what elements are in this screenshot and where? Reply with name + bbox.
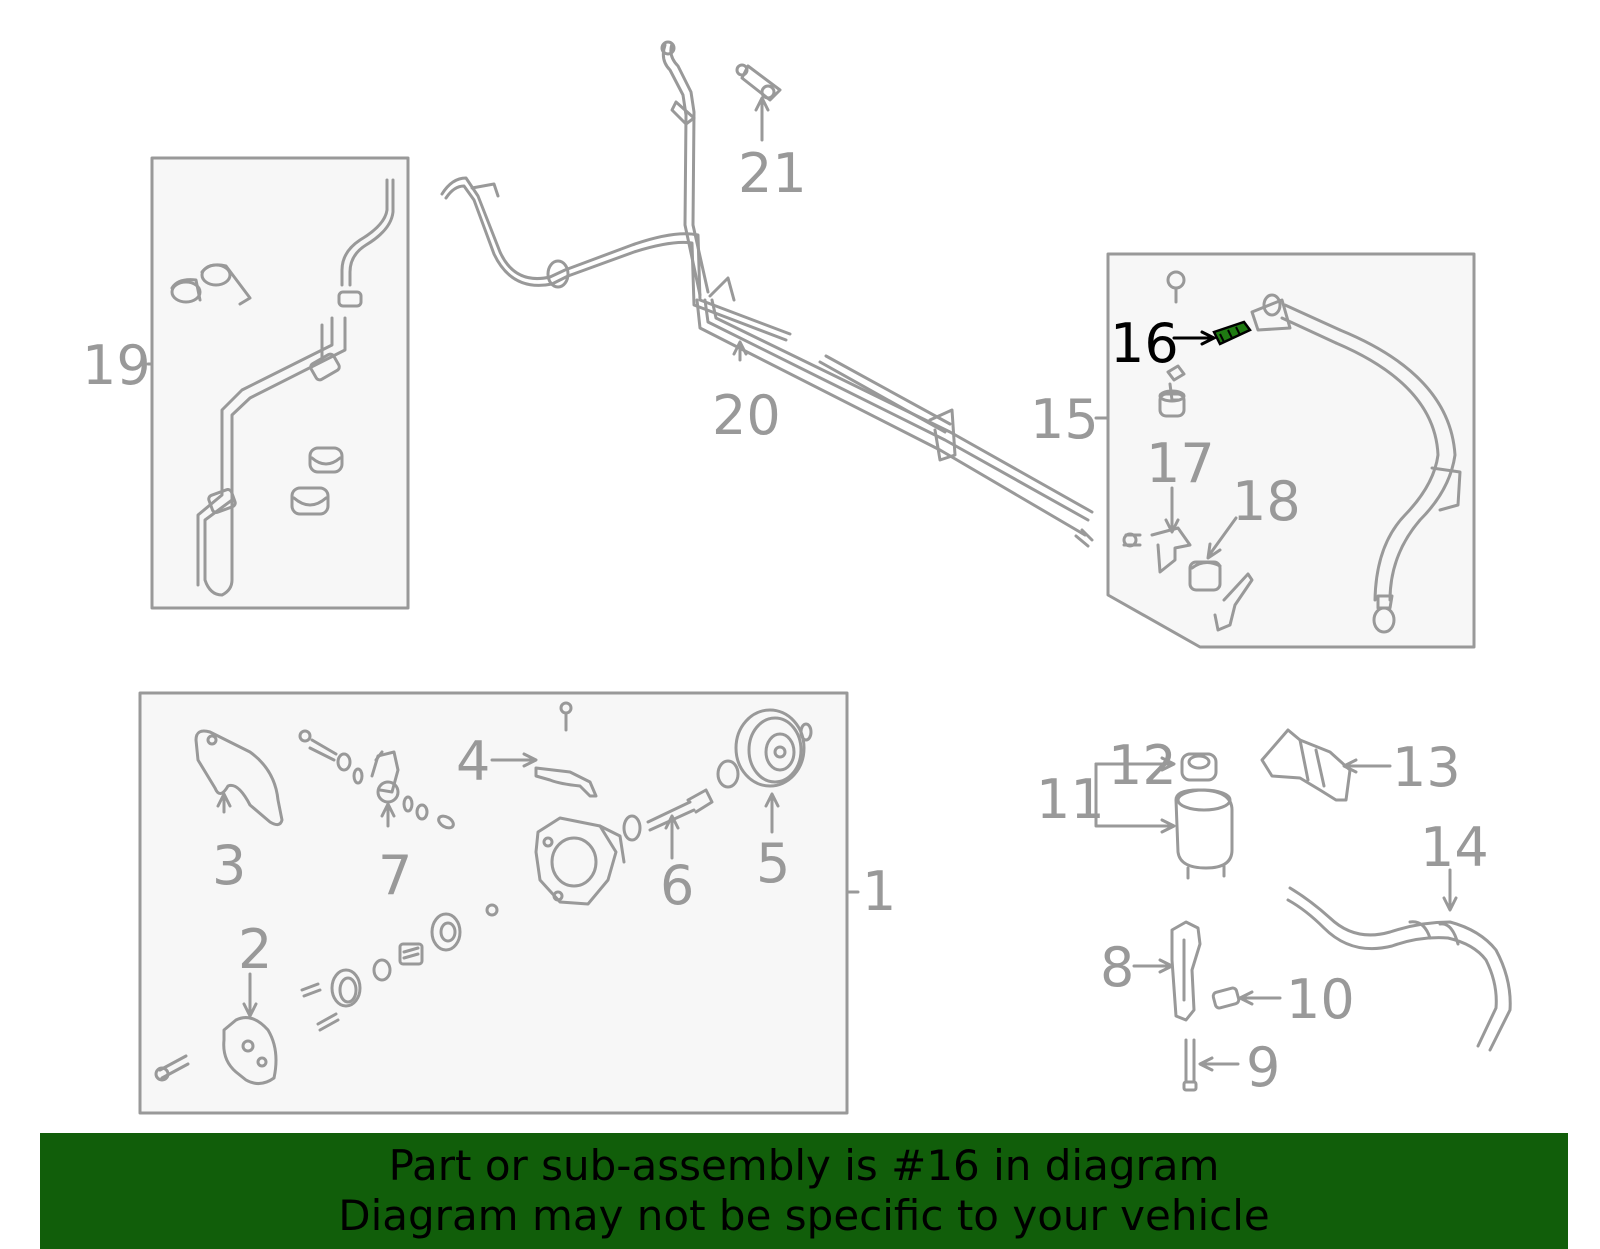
callout-6: 6: [660, 854, 694, 917]
callout-21: 21: [738, 142, 807, 205]
bracket-8: [1170, 920, 1202, 1022]
callout-8: 8: [1100, 936, 1134, 999]
banner-line-1: Part or sub-assembly is #16 in diagram: [388, 1141, 1220, 1190]
callout-14: 14: [1420, 816, 1489, 879]
part-9: [1182, 1038, 1198, 1092]
callout-3: 3: [212, 834, 246, 897]
callout-1: 1: [862, 860, 896, 923]
banner-line-2: Diagram may not be specific to your vehi…: [338, 1191, 1270, 1240]
hose-15-assembly: [1122, 270, 1462, 634]
callout-15: 15: [1030, 388, 1099, 451]
hose-14: [1286, 886, 1512, 1052]
hose-19-assembly: [170, 178, 395, 597]
reservoir-11-assembly: [1174, 752, 1234, 880]
info-banner: Part or sub-assembly is #16 in diagram D…: [40, 1133, 1568, 1249]
highlighted-part-16: [1172, 320, 1252, 346]
callout-4: 4: [456, 730, 490, 793]
callout-2: 2: [238, 918, 272, 981]
leader-lines: [146, 96, 1458, 1072]
part-21-fitting: [735, 63, 782, 102]
callout-20: 20: [712, 384, 781, 447]
callout-7: 7: [378, 844, 412, 907]
callout-17: 17: [1146, 432, 1215, 495]
callout-16: 16: [1110, 312, 1179, 375]
callout-19: 19: [82, 334, 151, 397]
callout-5: 5: [756, 832, 790, 895]
box-1: [138, 691, 849, 1115]
callout-12: 12: [1108, 734, 1177, 797]
pump-1-assembly: [154, 701, 813, 1085]
callout-11: 11: [1036, 768, 1105, 831]
callout-18: 18: [1232, 470, 1301, 533]
callout-labels: 19 21 20 15 17 18 3 7 4 6 5 1 2 11 12 13…: [82, 142, 1489, 1099]
pressure-line-20: [440, 40, 1094, 548]
part-10: [1211, 986, 1241, 1010]
callout-13: 13: [1392, 736, 1461, 799]
callout-9: 9: [1246, 1036, 1280, 1099]
callout-10: 10: [1286, 968, 1355, 1031]
bracket-13: [1260, 728, 1352, 802]
